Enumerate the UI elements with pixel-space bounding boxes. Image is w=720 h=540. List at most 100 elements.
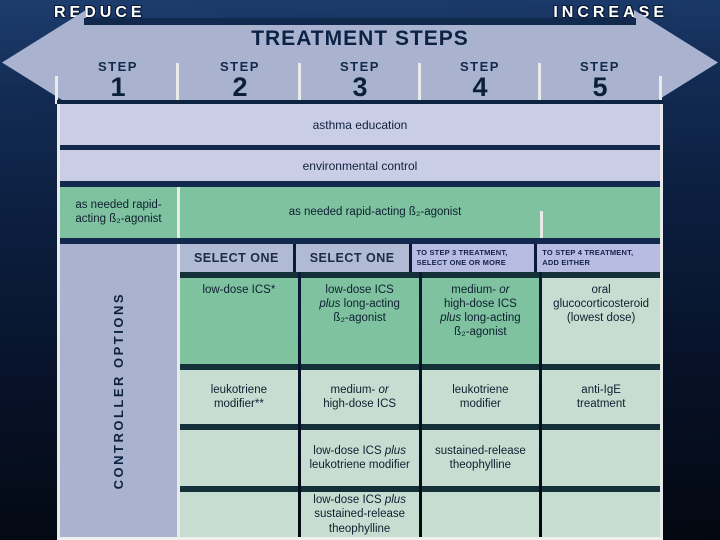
step-header-3: STEP 3 bbox=[318, 60, 402, 101]
cell-line: modifier** bbox=[213, 398, 264, 410]
header-line: SELECT ONE bbox=[193, 251, 279, 265]
grid-row-separator bbox=[180, 486, 660, 492]
table-right-tick bbox=[659, 76, 662, 104]
cell-line: treatment bbox=[576, 398, 626, 410]
title-underline-band bbox=[84, 18, 636, 25]
step-word: STEP bbox=[580, 59, 620, 74]
step-word: STEP bbox=[98, 59, 138, 74]
cell-line: medium- or bbox=[451, 284, 510, 296]
table-left-tick bbox=[55, 76, 58, 104]
environmental-control-row: environmental control bbox=[60, 150, 660, 181]
column-divider bbox=[177, 244, 180, 537]
reliever-step1-line1: as needed rapid- bbox=[75, 198, 162, 211]
step-number: 3 bbox=[352, 72, 368, 102]
header-line: SELECT ONE bbox=[309, 251, 395, 265]
controller-cell-step2-row1: low-dose ICS* bbox=[180, 278, 298, 364]
cell-line: sustained-release bbox=[434, 444, 526, 457]
step-header-1: STEP 1 bbox=[76, 60, 160, 101]
controller-header-row: SELECT ONE SELECT ONE TO STEP 3 TREATMENT,… bbox=[180, 244, 660, 272]
row-separator bbox=[60, 181, 660, 187]
cell-line: medium- or bbox=[330, 383, 389, 396]
cell-line: ß₂-agonist bbox=[333, 312, 386, 325]
separator-segment bbox=[180, 424, 298, 430]
controller-options-label: CONTROLLER OPTIONS bbox=[111, 291, 126, 490]
controller-cell-step5-row1: oral glucocorticosteroid(lowest dose) bbox=[542, 278, 660, 364]
step-header-4: STEP 4 bbox=[438, 60, 522, 101]
header-line: TO STEP 4 TREATMENT, bbox=[542, 248, 634, 258]
header-line: TO STEP 3 TREATMENT, bbox=[416, 248, 508, 258]
separator-segment bbox=[300, 424, 419, 430]
grid-row-separator bbox=[180, 364, 660, 370]
cell-line: low-dose ICS plus bbox=[313, 494, 406, 507]
cell-line: leukotriene bbox=[452, 383, 509, 396]
controller-cell-step4-row4 bbox=[421, 492, 540, 537]
table-left-border bbox=[57, 104, 60, 540]
separator-segment bbox=[421, 424, 540, 430]
header-line: SELECT ONE OR MORE bbox=[416, 258, 506, 267]
cell-line: plus long-acting bbox=[319, 298, 400, 311]
controller-header-step2: SELECT ONE bbox=[180, 244, 293, 272]
separator-segment bbox=[300, 486, 419, 492]
cell-line: oral bbox=[591, 284, 611, 296]
controller-cell-step2-row4 bbox=[180, 492, 298, 537]
step-divider bbox=[418, 63, 421, 100]
separator-segment bbox=[180, 486, 298, 492]
reliever-steps2-5-text: as needed rapid-acting ß₂-agonist bbox=[288, 205, 462, 218]
grid-row-separator bbox=[180, 272, 660, 278]
table-right-border bbox=[660, 104, 663, 540]
separator-segment bbox=[300, 364, 419, 370]
controller-cell-step4-row2: leukotriene modifier bbox=[421, 370, 540, 424]
cell-line: low-dose ICS* bbox=[202, 284, 276, 296]
step-number: 4 bbox=[472, 72, 488, 102]
separator-segment bbox=[542, 486, 660, 492]
separator-segment bbox=[180, 364, 298, 370]
controller-cell-step2-row2: leukotriene modifier** bbox=[180, 370, 298, 424]
step-header-2: STEP 2 bbox=[198, 60, 282, 101]
cell-line: high-dose ICS bbox=[323, 398, 397, 410]
controller-cell-step3-row2: medium- or high-dose ICS bbox=[300, 370, 419, 424]
cell-line: plus long-acting bbox=[440, 312, 521, 325]
controller-grid: SELECT ONE SELECT ONE TO STEP 3 TREATMENT,… bbox=[180, 244, 660, 537]
separator-segment bbox=[421, 486, 540, 492]
step-header-5: STEP 5 bbox=[558, 60, 642, 101]
step-word: STEP bbox=[460, 59, 500, 74]
step-word: STEP bbox=[340, 59, 380, 74]
grid-row-separator bbox=[180, 424, 660, 430]
controller-cell-step5-row4 bbox=[542, 492, 660, 537]
reliever-step1-cell: as needed rapid- acting ß₂-agonist bbox=[60, 187, 177, 238]
cell-line: (lowest dose) bbox=[566, 312, 636, 325]
step-divider bbox=[538, 63, 541, 100]
cell-line: anti-IgE bbox=[581, 383, 621, 396]
cell-line: leukotriene bbox=[210, 383, 267, 396]
reliever-step1-line2: acting ß₂-agonist bbox=[75, 212, 162, 225]
table-top-border bbox=[57, 100, 663, 104]
cell-line: modifier bbox=[459, 398, 501, 410]
cell-line: ß₂-agonist bbox=[454, 326, 507, 339]
step-word: STEP bbox=[220, 59, 260, 74]
separator-segment bbox=[180, 272, 298, 278]
controller-header-step3: SELECT ONE bbox=[295, 244, 409, 272]
partial-column-divider bbox=[540, 211, 543, 244]
treatment-table: asthma education environmental control a… bbox=[57, 100, 663, 540]
step-divider bbox=[176, 63, 179, 100]
header-line: ADD EITHER bbox=[542, 258, 591, 267]
separator-segment bbox=[300, 272, 419, 278]
step-number: 2 bbox=[232, 72, 248, 102]
cell-line: theophylline bbox=[328, 522, 391, 535]
separator-segment bbox=[542, 272, 660, 278]
controller-cell-step5-row3 bbox=[542, 430, 660, 486]
asthma-education-row: asthma education bbox=[60, 104, 660, 145]
row-separator bbox=[60, 145, 660, 150]
controller-cell-step5-row2: anti-IgE treatment bbox=[542, 370, 660, 424]
controller-cell-step2-row3 bbox=[180, 430, 298, 486]
cell-line: low-dose ICS plus bbox=[313, 444, 406, 457]
cell-line: glucocorticosteroid bbox=[553, 298, 650, 311]
separator-segment bbox=[421, 272, 540, 278]
separator-segment bbox=[421, 364, 540, 370]
